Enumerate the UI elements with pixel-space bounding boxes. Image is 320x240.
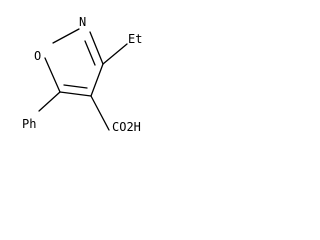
nitrogen-label: N <box>79 15 86 29</box>
isoxazole-structure: O N Et Ph CO2H <box>22 15 142 134</box>
bond-n2-c3 <box>89 31 104 65</box>
bond-c5-o1 <box>44 57 61 93</box>
bond-c5-phenyl <box>38 91 61 112</box>
bond-c4-c5-inner <box>63 84 88 89</box>
oxygen-label: O <box>34 49 41 63</box>
ethyl-label: Et <box>128 32 142 46</box>
bond-o1-n2 <box>52 28 80 44</box>
carboxylic-acid-label: CO2H <box>112 120 141 134</box>
bond-c4-c5 <box>59 91 92 97</box>
bond-n2-c3-inner <box>84 40 96 66</box>
bond-c4-carboxyl <box>90 95 110 131</box>
bond-c3-c4 <box>90 63 104 97</box>
bond-c3-ethyl <box>102 43 128 65</box>
phenyl-label: Ph <box>22 117 36 131</box>
